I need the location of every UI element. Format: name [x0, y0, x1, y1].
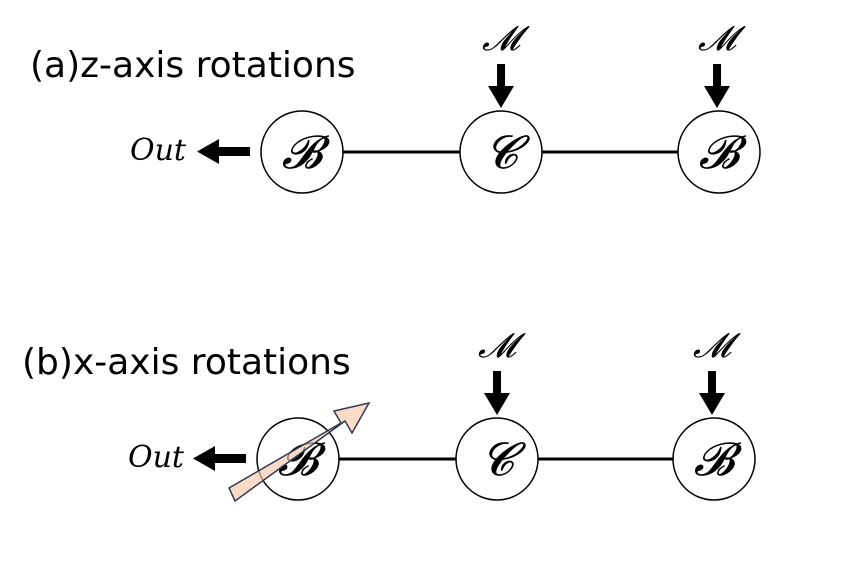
node-circle	[677, 110, 761, 194]
input-m-label: 𝓜	[482, 19, 530, 59]
node-circle	[672, 417, 756, 501]
node-b-right: 𝓑	[672, 417, 756, 501]
panel-a: (a)z-axis rotations 𝓑 𝓒 𝓑 𝓜 𝓜	[30, 19, 761, 194]
node-b-right: 𝓑	[677, 110, 761, 194]
node-circle	[455, 417, 539, 501]
left-arrow-icon	[197, 139, 250, 164]
down-arrow-icon	[484, 371, 510, 415]
node-b-left: 𝓑	[260, 110, 344, 194]
input-m-label: 𝓜	[698, 19, 746, 59]
node-c: 𝓒	[455, 417, 539, 501]
input-m-label: 𝓜	[693, 326, 741, 366]
output-label: Out	[130, 133, 187, 168]
down-arrow-icon	[699, 371, 725, 415]
panel-a-caption: (a)z-axis rotations	[30, 45, 356, 86]
node-circle	[260, 110, 344, 194]
panel-b: (b)x-axis rotations 𝓑 𝓒 𝓑 𝓜 𝓜	[22, 326, 756, 503]
node-b-left: 𝓑	[256, 417, 340, 501]
output-label: Out	[128, 440, 185, 475]
down-arrow-icon	[704, 64, 730, 108]
left-arrow-icon	[193, 446, 246, 471]
down-arrow-icon	[488, 64, 514, 108]
highlight-arrow-icon	[228, 401, 371, 503]
input-m-label: 𝓜	[478, 326, 526, 366]
node-circle	[459, 110, 543, 194]
panel-b-caption: (b)x-axis rotations	[22, 342, 351, 383]
node-c: 𝓒	[459, 110, 543, 194]
